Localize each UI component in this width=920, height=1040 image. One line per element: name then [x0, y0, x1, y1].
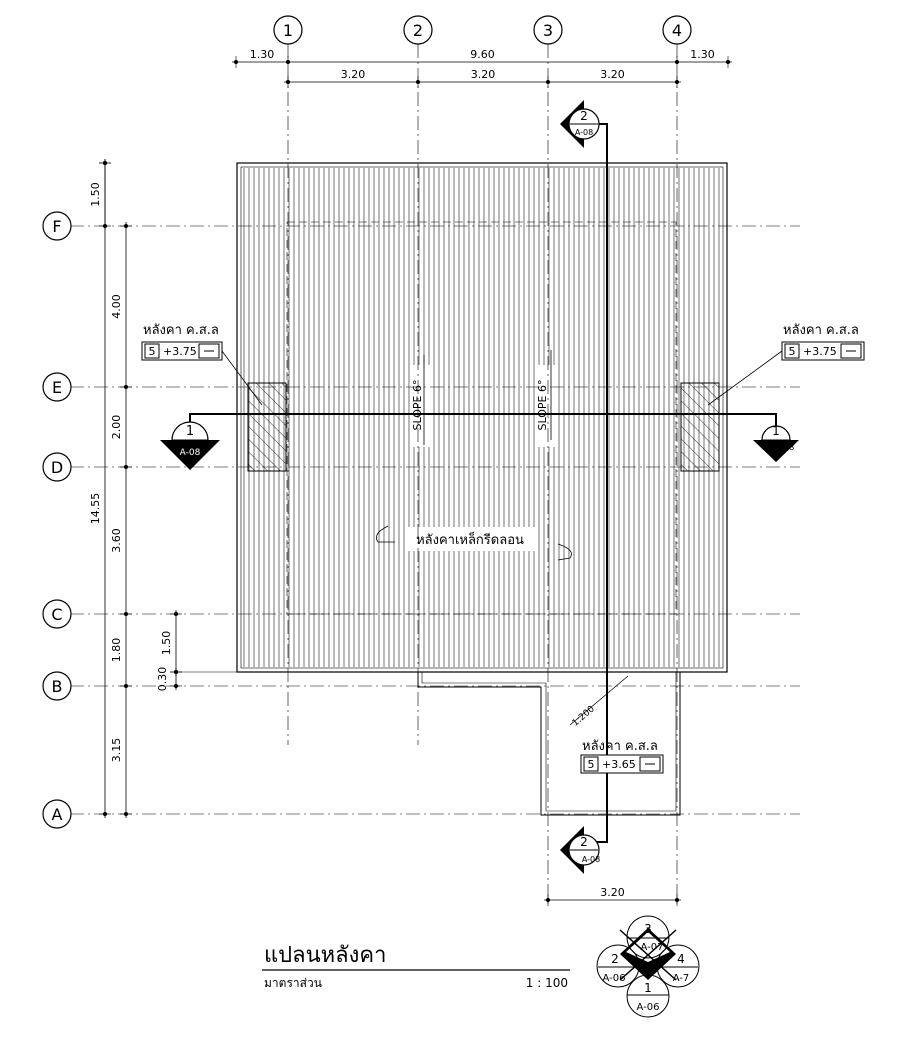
concrete-roof-number: 5: [588, 758, 595, 771]
grid-label: D: [51, 458, 63, 477]
grid-bubble-col-2: 2: [403, 15, 433, 45]
key-sheet: A-06: [637, 1002, 660, 1013]
grid-bubble-row-B: B: [42, 671, 72, 701]
dimension-label: 3.20: [600, 886, 625, 899]
dimension-label: 1.50: [160, 631, 173, 656]
section-marker-2-bottom: 2 A-08: [560, 826, 600, 874]
section-number: 1: [186, 424, 194, 439]
section-cut-lines: [189, 123, 777, 843]
scale-note: 1:200: [571, 704, 598, 729]
linework: [236, 162, 728, 816]
section-number: 2: [580, 109, 588, 123]
grid-bubble-row-D: D: [42, 452, 72, 482]
concrete-roof-tag-left: หลังคา ค.ส.ล 5 +3.75: [141, 323, 263, 406]
scale-value: 1 : 100: [526, 976, 568, 990]
grid-bubble-row-C: C: [42, 599, 72, 629]
dimension-label: 4.00: [110, 294, 123, 319]
dimension-label: 3.20: [600, 68, 625, 81]
key-number: 2: [611, 952, 619, 966]
slope-arrows: [375, 350, 629, 726]
grid-label: A: [52, 805, 63, 824]
corrugated-roof-pattern: [243, 168, 720, 667]
elevation-key: 3 A-07 2 A-06 4 A-7 1 A-06: [596, 915, 700, 1018]
grid-bubbles: 1 2 3 4F E D C B A: [42, 15, 692, 829]
dimension-label: 1.80: [110, 638, 123, 663]
grid-bubble-row-A: A: [42, 799, 72, 829]
key-number: 3: [644, 922, 652, 936]
dimension-label: 0.30: [156, 667, 169, 692]
section-sheet: A-08: [582, 855, 600, 864]
grid-bubble-row-F: F: [42, 211, 72, 241]
concrete-roof-level: +3.75: [163, 345, 197, 358]
section-marker-2-top: 2 A-08: [560, 100, 600, 148]
dimension-label: 3.15: [110, 738, 123, 763]
slope-label-left: SLOPE 6°: [411, 380, 424, 431]
grid-lines: [70, 44, 800, 905]
grid-bubble-col-1: 1: [273, 15, 303, 45]
concrete-roof-level: +3.75: [803, 345, 837, 358]
key-number: 4: [677, 952, 685, 966]
dimension-label: 9.60: [470, 48, 495, 61]
concrete-roof-level: +3.65: [602, 758, 636, 771]
grid-bubble-col-3: 3: [533, 15, 563, 45]
section-number: 1: [772, 424, 780, 438]
grid-label: 2: [413, 21, 423, 40]
grid-label: 1: [283, 21, 293, 40]
dimension-label: 3.60: [110, 528, 123, 553]
scale-label: มาตราส่วน: [264, 976, 322, 990]
concrete-roof-number: 5: [149, 345, 156, 358]
concrete-roof-number: 5: [789, 345, 796, 358]
dimension-label: 14.55: [89, 493, 102, 525]
dimension-label: 1.30: [690, 48, 715, 61]
key-sheet: A-07: [641, 942, 664, 953]
dimension-label: 1.50: [89, 182, 102, 207]
key-number: 1: [644, 981, 652, 995]
section-sheet: A-08: [776, 443, 794, 452]
roof-material-label: หลังคาเหล็กรีดลอน: [416, 530, 524, 548]
dimension-lines: 1.30 9.60 1.30 3.20 3.20 3.20 3.20 14.55 1.50 4.0…: [89, 48, 732, 906]
section-marker-1-left: 1 A-08: [160, 421, 220, 470]
section-marker-1-right: 1 A-08: [753, 424, 799, 462]
drawing-title: แปลนหลังคา: [264, 943, 386, 968]
grid-label: F: [52, 217, 61, 236]
grid-label: C: [51, 605, 62, 624]
concrete-slab-hatches: [247, 382, 720, 472]
grid-bubble-col-4: 4: [662, 15, 692, 45]
section-sheet: A-08: [180, 448, 201, 458]
concrete-roof-label: หลังคา ค.ส.ล: [783, 323, 859, 338]
concrete-roof-label: หลังคา ค.ส.ล: [582, 739, 658, 754]
grid-label: E: [52, 378, 62, 397]
dimension-label: 2.00: [110, 415, 123, 440]
dimension-label: 1.30: [250, 48, 275, 61]
concrete-roof-tag-extension: หลังคา ค.ส.ล 5 +3.65: [580, 739, 664, 774]
section-number: 2: [580, 835, 588, 849]
section-sheet: A-08: [575, 128, 593, 137]
grid-label: 4: [672, 21, 682, 40]
grid-label: 3: [543, 21, 553, 40]
key-sheet: A-06: [603, 973, 626, 984]
title-block: แปลนหลังคา มาตราส่วน 1 : 100: [262, 943, 570, 990]
grid-label: B: [52, 677, 63, 696]
key-sheet: A-7: [673, 973, 690, 984]
dimension-label: 3.20: [341, 68, 366, 81]
slope-label-right: SLOPE 6°: [536, 380, 549, 431]
grid-bubble-row-E: E: [42, 372, 72, 402]
concrete-roof-label: หลังคา ค.ส.ล: [143, 323, 219, 338]
dimension-label: 3.20: [471, 68, 496, 81]
concrete-roof-tag-right: หลังคา ค.ส.ล 5 +3.75: [707, 323, 865, 406]
